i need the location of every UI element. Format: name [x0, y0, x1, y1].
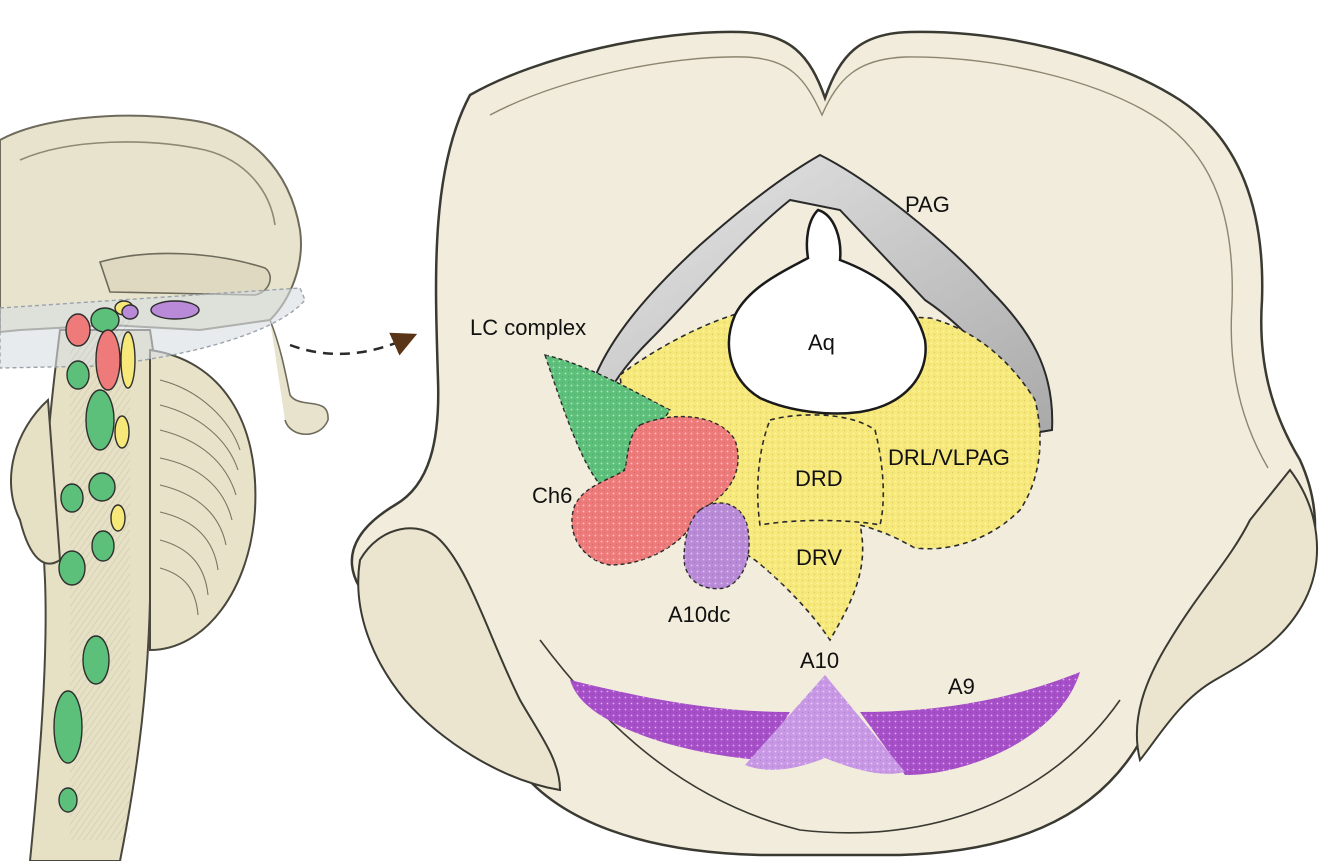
label-a10: A10 — [800, 648, 839, 673]
pons-bulge — [10, 397, 62, 565]
label-aq: Aq — [808, 330, 835, 355]
dorsal-raphe-texture — [620, 310, 1040, 640]
label-a9: A9 — [948, 674, 975, 699]
section-arrow — [289, 332, 418, 356]
pag-region — [586, 153, 1054, 434]
left-cerebral-peduncle — [357, 527, 562, 792]
right-cerebral-peduncle — [1135, 468, 1318, 763]
label-drv: DRV — [796, 545, 842, 570]
pituitary-stalk — [269, 319, 329, 435]
label-pag: PAG — [905, 192, 950, 217]
label-drl-vlpag: DRL/VLPAG — [888, 445, 1010, 470]
aqueduct — [727, 208, 927, 415]
transverse-section: PAG Aq LC complex Ch6 DRD DRL/VLPAG DRV … — [350, 30, 1318, 857]
label-ch6: Ch6 — [532, 483, 572, 508]
label-lc-complex: LC complex — [470, 315, 586, 340]
sagittal-brainstem-illustration — [0, 114, 329, 861]
cerebrum-inner-fold — [19, 141, 276, 226]
sagittal-nuclei — [53, 300, 200, 813]
midbrain-inner-outline — [489, 56, 1269, 469]
cerebellum-folia — [159, 379, 241, 616]
label-drd: DRD — [795, 466, 843, 491]
cerebellum-lobe — [149, 348, 257, 652]
label-a10dc: A10dc — [668, 602, 730, 627]
